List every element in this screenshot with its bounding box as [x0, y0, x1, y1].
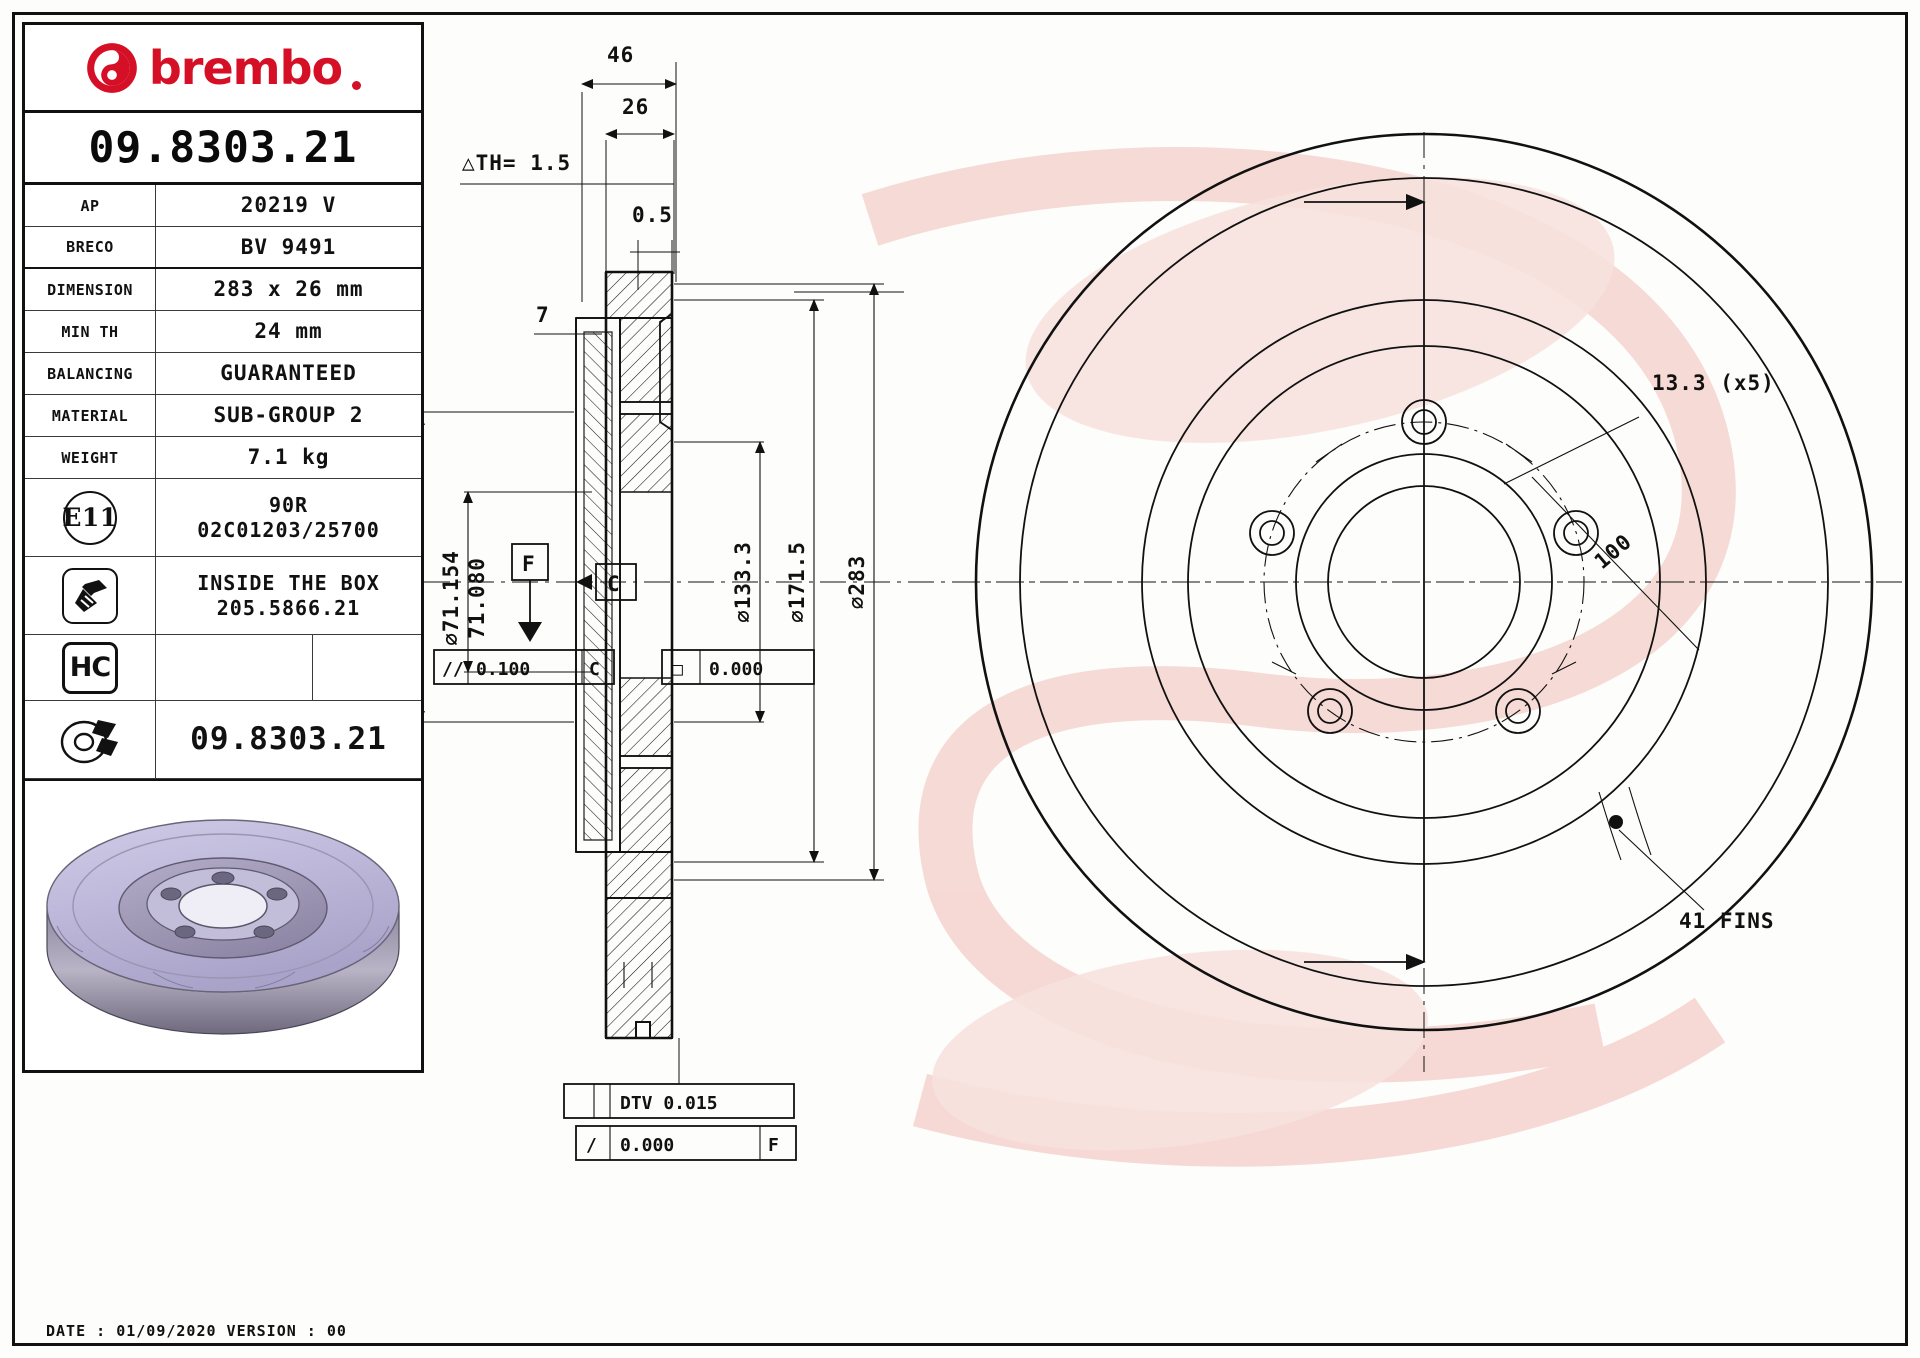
product-photo-cell — [25, 779, 421, 1073]
spec-row-homologation: E11 90R 02C01203/25700 — [25, 479, 421, 557]
homologation-line1: 90R — [268, 492, 309, 517]
spec-row-weight: WEIGHT 7.1 kg — [25, 437, 421, 479]
face-view: 13.3 (x5) 100 41 FINS — [954, 132, 1894, 1072]
brembo-b-logo-icon — [87, 42, 137, 93]
dim-step-05: 0.5 — [632, 203, 673, 227]
val-parallel: 0.100 — [476, 659, 530, 680]
val-flat: 0.000 — [709, 659, 763, 680]
spec-value: 7.1 kg — [247, 445, 330, 470]
dim-inner-133: ⌀133.3 — [731, 541, 755, 623]
datum-f: F — [522, 552, 536, 576]
spec-row-ap: AP 20219 V — [25, 185, 421, 227]
homologation-value: 90R 02C01203/25700 — [156, 479, 421, 556]
datum-ref-c: C — [589, 659, 600, 680]
dim-overall-46: 46 — [607, 43, 634, 67]
hc-empty-cell-1 — [156, 635, 313, 700]
spec-value: 24 mm — [254, 319, 323, 344]
brake-disc-photo — [46, 818, 400, 1035]
datum-c: C — [607, 572, 621, 596]
tolerance-runout: / 0.000 F — [575, 1125, 797, 1161]
dim-offset-26: 26 — [622, 95, 649, 119]
hc-badge-cell: HC — [25, 635, 156, 700]
spec-row-dimension: DIMENSION 283 x 26 mm — [25, 269, 421, 311]
spec-table: brembo 09.8303.21 AP 20219 V BRECO BV 94… — [22, 22, 424, 1073]
tolerance-parallelism: // 0.100 C — [433, 649, 615, 685]
dim-fins: 41 FINS — [1679, 909, 1775, 933]
hc-badge: HC — [62, 641, 118, 694]
homologation-line2: 02C01203/25700 — [197, 517, 380, 542]
brand-name: brembo — [148, 40, 343, 95]
spec-label: BALANCING — [25, 353, 156, 394]
e11-badge-cell: E11 — [25, 479, 156, 556]
brand-dot — [352, 80, 362, 90]
val-runout: 0.000 — [620, 1135, 674, 1156]
spec-label: AP — [25, 185, 156, 226]
datum-ref-f: F — [768, 1135, 779, 1156]
spec-row-breco: BRECO BV 9491 — [25, 227, 421, 269]
screw-icon-cell — [25, 557, 156, 634]
screws-line1: INSIDE THE BOX — [197, 570, 380, 595]
spec-label: WEIGHT — [25, 437, 156, 478]
disc-code-value: 09.8303.21 — [190, 721, 387, 758]
hc-empty-cell-2 — [313, 635, 421, 700]
spec-value: GUARANTEED — [220, 361, 357, 386]
spec-label: BRECO — [25, 227, 156, 267]
spec-label: DIMENSION — [25, 269, 156, 310]
engineering-drawing: 46 26 △TH= 1.5 0.5 7 ⌀143.3 — [424, 22, 1904, 1332]
spec-row-disc-code: 09.8303.21 — [25, 701, 421, 779]
spec-row-hc: HC — [25, 635, 421, 701]
tolerance-dtv: DTV 0.015 — [563, 1083, 795, 1119]
spec-row-min-th: MIN TH 24 mm — [25, 311, 421, 353]
dim-bore-min: 71.080 — [465, 557, 489, 639]
spec-value: 20219 V — [240, 193, 337, 218]
val-dtv: DTV 0.015 — [620, 1093, 718, 1114]
spec-row-screws: INSIDE THE BOX 205.5866.21 — [25, 557, 421, 635]
disc-icon-cell — [25, 701, 156, 778]
screws-value: INSIDE THE BOX 205.5866.21 — [156, 557, 421, 634]
sym-runout: / — [586, 1135, 597, 1156]
spec-row-balancing: BALANCING GUARANTEED — [25, 353, 421, 395]
part-code: 09.8303.21 — [25, 113, 421, 185]
spec-label: MIN TH — [25, 311, 156, 352]
spec-label: MATERIAL — [25, 395, 156, 436]
dim-rib-7: 7 — [536, 303, 550, 327]
dim-pcd-100: 100 — [1590, 529, 1637, 574]
screw-icon-frame — [62, 567, 118, 624]
spec-value: BV 9491 — [240, 234, 337, 259]
tolerance-flatness: □ 0.000 — [661, 649, 815, 685]
screw-icon — [75, 579, 107, 612]
spec-row-material: MATERIAL SUB-GROUP 2 — [25, 395, 421, 437]
spec-value: 283 x 26 mm — [213, 277, 364, 302]
footer-date: DATE : 01/09/2020 VERSION : 00 — [46, 1322, 347, 1340]
sym-parallel: // — [442, 659, 464, 680]
screws-line2: 205.5866.21 — [216, 595, 361, 620]
sym-flat: □ — [672, 659, 683, 680]
dim-hole-133: 13.3 (x5) — [1652, 371, 1775, 395]
e11-badge: E11 — [62, 490, 117, 545]
dim-delta-th: △TH= 1.5 — [462, 151, 571, 175]
dim-band-171: ⌀171.5 — [785, 541, 809, 623]
dim-outer-283: ⌀283 — [845, 555, 869, 610]
brand-logo-row: brembo — [25, 25, 421, 113]
brake-disc-icon — [60, 719, 118, 763]
spec-value: SUB-GROUP 2 — [213, 403, 364, 428]
dim-bore-max: ⌀71.154 — [439, 550, 463, 646]
